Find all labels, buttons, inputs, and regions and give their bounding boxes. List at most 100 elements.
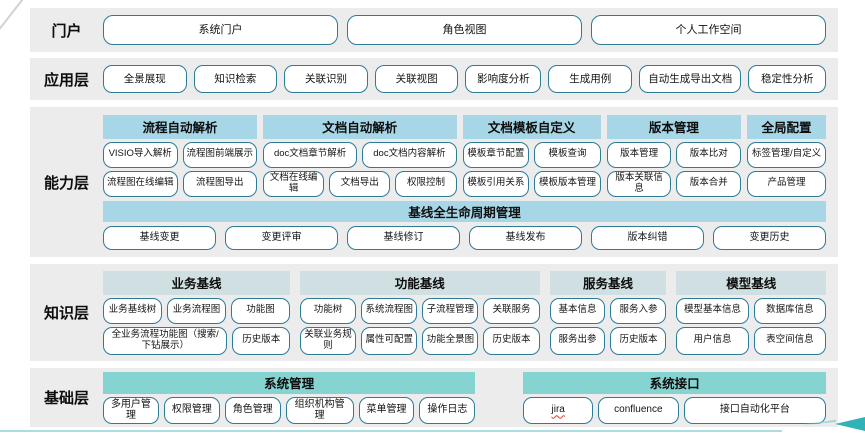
box-版本纠错[interactable]: 版本纠错 [591, 225, 704, 250]
box-基线修订[interactable]: 基线修订 [347, 225, 460, 250]
box-模板版本管理[interactable]: 模板版本管理 [534, 170, 601, 197]
box-生成用例[interactable]: 生成用例 [548, 65, 632, 93]
box-系统流程图[interactable]: 系统流程图 [361, 297, 418, 324]
box-基线变更[interactable]: 基线变更 [103, 225, 216, 250]
button-row: 标签管理/自定义 [747, 141, 826, 168]
box-功能树[interactable]: 功能树 [299, 297, 357, 324]
corner-diagonal-decoration [0, 0, 26, 31]
box-版本比对[interactable]: 版本比对 [676, 141, 742, 168]
box-角色管理[interactable]: 角色管理 [224, 396, 281, 424]
box-版本关联信息[interactable]: 版本关联信息 [606, 170, 672, 197]
box-模板章节配置[interactable]: 模板章节配置 [462, 141, 530, 168]
box-用户信息[interactable]: 用户信息 [676, 326, 749, 355]
group-header-系统管理: 系统管理 [103, 371, 476, 394]
button-row: 文档在线编辑文档导出权限控制 [263, 170, 457, 197]
box-关联服务[interactable]: 关联服务 [483, 297, 540, 324]
group-header-模型基线: 模型基线 [676, 270, 826, 295]
box-菜单管理[interactable]: 菜单管理 [358, 396, 415, 424]
baseline-lifecycle-header: 基线全生命周期管理 [103, 200, 826, 222]
box-版本管理[interactable]: 版本管理 [606, 141, 672, 168]
box-权限管理[interactable]: 权限管理 [163, 396, 220, 424]
box-doc文档章节解析[interactable]: doc文档章节解析 [263, 141, 358, 168]
box-权限控制[interactable]: 权限控制 [395, 170, 457, 197]
box-模板查询[interactable]: 模板查询 [534, 141, 601, 168]
group-header-全局配置: 全局配置 [747, 114, 826, 139]
box-表空间信息[interactable]: 表空间信息 [753, 326, 826, 355]
box-基线发布[interactable]: 基线发布 [469, 225, 582, 250]
button-row: 模型基本信息数据库信息 [676, 297, 826, 324]
box-个人工作空间[interactable]: 个人工作空间 [591, 15, 826, 45]
box-全景展现[interactable]: 全景展现 [103, 65, 187, 93]
box-操作日志[interactable]: 操作日志 [419, 396, 476, 424]
application-layer-label: 应用层 [43, 71, 89, 89]
group-header-文档自动解析: 文档自动解析 [263, 114, 457, 139]
box-系统门户[interactable]: 系统门户 [103, 15, 338, 45]
box-产品管理[interactable]: 产品管理 [747, 170, 826, 197]
box-服务出参[interactable]: 服务出参 [549, 326, 606, 355]
box-模板引用关系[interactable]: 模板引用关系 [462, 170, 530, 197]
box-版本合并[interactable]: 版本合并 [676, 170, 742, 197]
box-角色视图[interactable]: 角色视图 [347, 15, 582, 45]
button-row: 模板章节配置模板查询 [462, 141, 601, 168]
group-版本管理: 版本管理版本管理版本比对版本关联信息版本合并 [606, 114, 742, 197]
group-header-服务基线: 服务基线 [549, 270, 667, 295]
group-文档模板自定义: 文档模板自定义模板章节配置模板查询模板引用关系模板版本管理 [462, 114, 601, 197]
box-功能全景图[interactable]: 功能全景图 [422, 326, 479, 355]
box-文档导出[interactable]: 文档导出 [329, 170, 391, 197]
box-组织机构管理[interactable]: 组织机构管理 [285, 396, 354, 424]
box-历史版本[interactable]: 历史版本 [483, 326, 540, 355]
group-模型基线: 模型基线模型基本信息数据库信息用户信息表空间信息 [676, 270, 826, 355]
box-影响度分析[interactable]: 影响度分析 [465, 65, 542, 93]
box-流程图前端展示[interactable]: 流程图前端展示 [182, 141, 258, 168]
box-历史版本[interactable]: 历史版本 [232, 326, 290, 355]
box-基本信息[interactable]: 基本信息 [549, 297, 606, 324]
box-标签管理/自定义[interactable]: 标签管理/自定义 [747, 141, 826, 168]
box-关联业务规则[interactable]: 关联业务规则 [299, 326, 357, 355]
box-变更历史[interactable]: 变更历史 [713, 225, 826, 250]
box-接口自动化平台[interactable]: 接口自动化平台 [683, 396, 826, 424]
box-自动生成导出文档[interactable]: 自动生成导出文档 [639, 65, 742, 93]
box-doc文档内容解析[interactable]: doc文档内容解析 [362, 141, 457, 168]
arrow-left-icon [835, 417, 865, 431]
box-子流程管理[interactable]: 子流程管理 [422, 297, 479, 324]
group-全局配置: 全局配置标签管理/自定义产品管理 [747, 114, 826, 197]
box-稳定性分析[interactable]: 稳定性分析 [748, 65, 827, 93]
knowledge-groups: 业务基线业务基线树业务流程图功能图全业务流程功能图（搜索/下钻展示）历史版本功能… [103, 270, 826, 355]
group-业务基线: 业务基线业务基线树业务流程图功能图全业务流程功能图（搜索/下钻展示）历史版本 [103, 270, 290, 355]
button-row: 服务出参历史版本 [549, 326, 667, 355]
button-row: 功能树系统流程图子流程管理关联服务 [299, 297, 540, 324]
application-layer-band: 应用层 全景展现知识检索关联识别关联视图影响度分析生成用例自动生成导出文档稳定性… [30, 58, 838, 100]
box-文档在线编辑[interactable]: 文档在线编辑 [263, 170, 325, 197]
box-数据库信息[interactable]: 数据库信息 [753, 297, 826, 324]
box-confluence[interactable]: confluence [598, 396, 679, 424]
button-row: 版本关联信息版本合并 [606, 170, 742, 197]
box-属性可配置[interactable]: 属性可配置 [361, 326, 418, 355]
box-流程图导出[interactable]: 流程图导出 [182, 170, 258, 197]
box-业务流程图[interactable]: 业务流程图 [167, 297, 226, 324]
box-流程图在线编辑[interactable]: 流程图在线编辑 [103, 170, 178, 197]
button-row: 全业务流程功能图（搜索/下钻展示）历史版本 [103, 326, 290, 355]
box-知识检索[interactable]: 知识检索 [193, 65, 278, 93]
box-关联视图[interactable]: 关联视图 [374, 65, 459, 93]
box-功能图[interactable]: 功能图 [231, 297, 290, 324]
group-header-版本管理: 版本管理 [606, 114, 742, 139]
box-多用户管理[interactable]: 多用户管理 [103, 396, 159, 424]
group-header-系统接口: 系统接口 [523, 371, 826, 394]
box-全业务流程功能图（搜索/下钻展示）[interactable]: 全业务流程功能图（搜索/下钻展示） [103, 326, 228, 355]
box-服务入参[interactable]: 服务入参 [610, 297, 667, 324]
box-关联识别[interactable]: 关联识别 [284, 65, 368, 93]
box-历史版本[interactable]: 历史版本 [610, 326, 667, 355]
box-VISIO导入解析[interactable]: VISIO导入解析 [103, 141, 178, 168]
group-header-功能基线: 功能基线 [299, 270, 540, 295]
box-模型基本信息[interactable]: 模型基本信息 [676, 297, 749, 324]
group-header-文档模板自定义: 文档模板自定义 [462, 114, 601, 139]
capability-layer-label: 能力层 [43, 174, 89, 192]
box-jira[interactable]: jira [523, 396, 594, 424]
box-变更评审[interactable]: 变更评审 [225, 225, 338, 250]
box-业务基线树[interactable]: 业务基线树 [103, 297, 162, 324]
